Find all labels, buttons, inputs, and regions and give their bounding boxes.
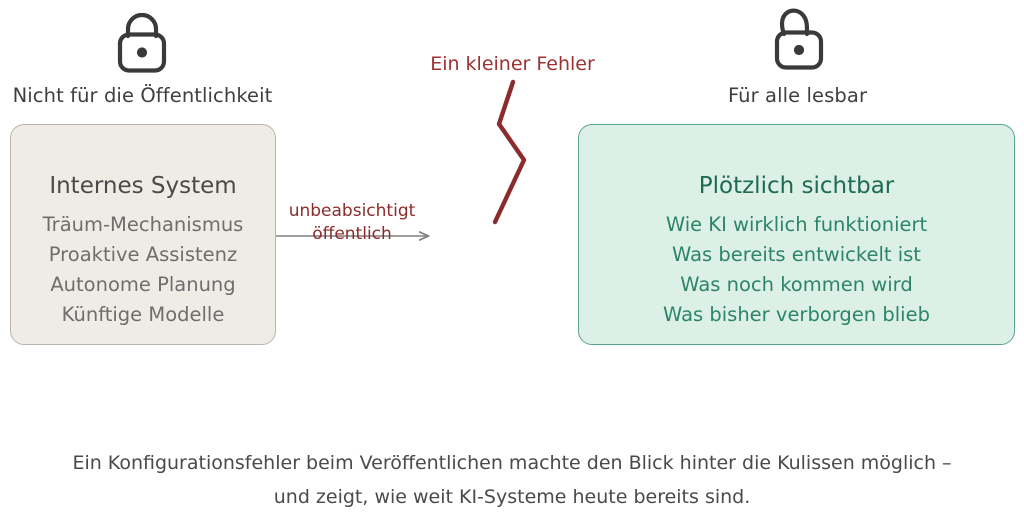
- open-padlock-icon: [760, 4, 832, 72]
- list-item: Autonome Planung: [50, 273, 236, 296]
- list-item: Proaktive Assistenz: [48, 243, 238, 266]
- list-item: Was bisher verborgen blieb: [663, 303, 930, 326]
- glitch-bolt-icon: [492, 79, 527, 225]
- list-item: Träum-Mechanismus: [42, 213, 244, 236]
- flow-arrow-label-line2: öffentlich: [312, 224, 392, 244]
- suddenly-visible-list: Wie KI wirklich funktioniert Was bereits…: [663, 210, 930, 330]
- flow-arrow-label-line1: unbeabsichtigt: [288, 201, 416, 221]
- list-item: Wie KI wirklich funktioniert: [665, 213, 928, 236]
- right-panel-caption: Für alle lesbar: [727, 84, 868, 107]
- footer-caption: Ein Konfigurationsfehler beim Veröffentl…: [32, 446, 992, 514]
- glitch-label: Ein kleiner Fehler: [430, 53, 595, 75]
- footer-caption-line2: und zeigt, wie weit KI-Systeme heute ber…: [273, 486, 751, 508]
- flow-arrow-label: unbeabsichtigt öffentlich: [268, 200, 436, 246]
- internal-system-title: Internes System: [49, 173, 237, 199]
- internal-system-list: Träum-Mechanismus Proaktive Assistenz Au…: [43, 210, 244, 330]
- list-item: Künftige Modelle: [61, 303, 225, 326]
- suddenly-visible-title: Plötzlich sichtbar: [698, 173, 895, 199]
- left-panel-caption: Nicht für die Öffentlichkeit: [12, 84, 273, 107]
- list-item: Was noch kommen wird: [680, 273, 913, 296]
- suddenly-visible-panel: Plötzlich sichtbar Wie KI wirklich funkt…: [578, 124, 1015, 345]
- internal-system-panel: Internes System Träum-Mechanismus Proakt…: [10, 124, 276, 345]
- closed-padlock-icon: [106, 8, 178, 76]
- list-item: Was bereits entwickelt ist: [672, 243, 921, 266]
- footer-caption-line1: Ein Konfigurationsfehler beim Veröffentl…: [72, 452, 952, 474]
